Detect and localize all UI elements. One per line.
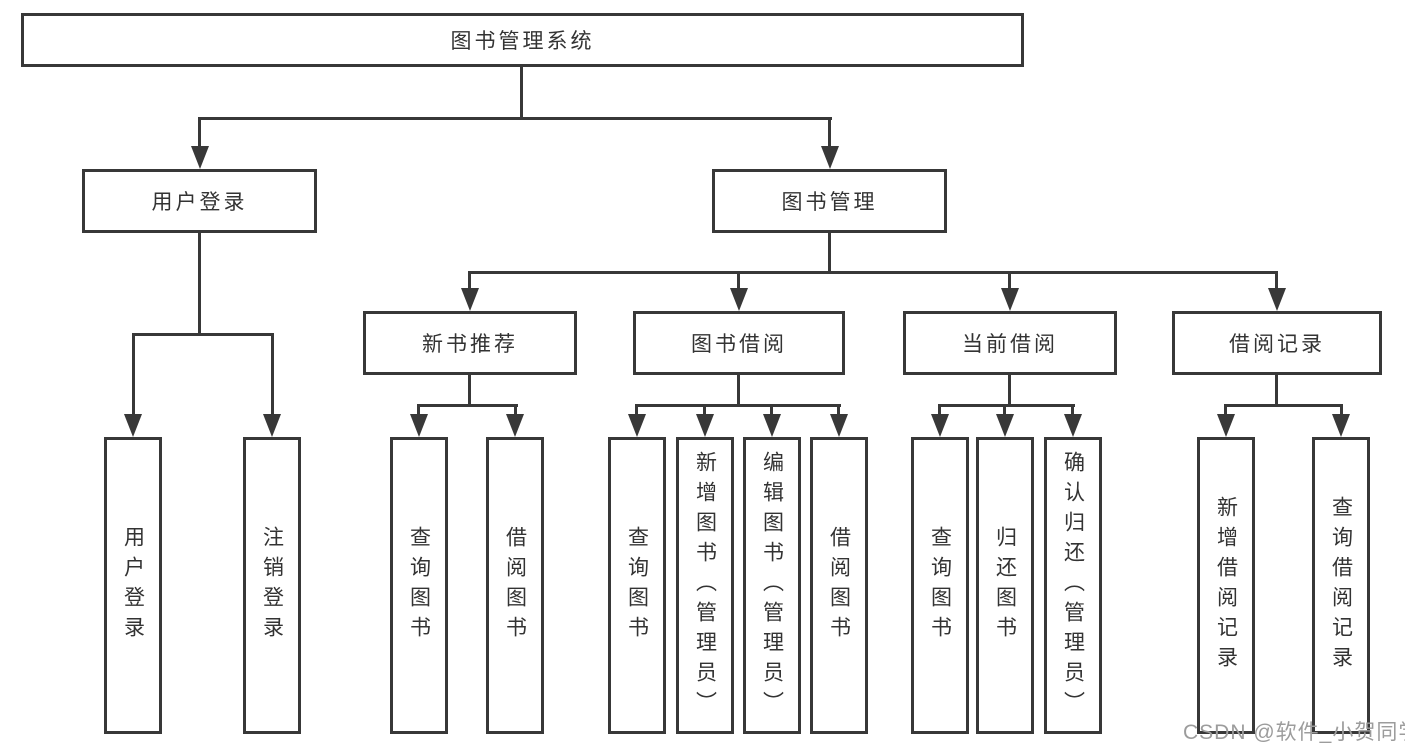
arrow-down-icon [1217, 414, 1235, 437]
node-leaf-query-books-borrowing: 查询图书 [608, 437, 666, 734]
connector-line [1340, 404, 1343, 417]
connector-line [938, 404, 1075, 407]
connector-line [635, 404, 638, 417]
arrow-down-icon [124, 414, 142, 437]
node-label: 借阅图书 [503, 525, 527, 646]
connector-line [468, 373, 471, 406]
arrow-down-icon [763, 414, 781, 437]
node-label: 编辑图书（管理员） [760, 450, 784, 721]
connector-line [1008, 271, 1011, 291]
arrow-down-icon [1064, 414, 1082, 437]
node-label: 确认归还（管理员） [1061, 450, 1085, 721]
arrow-down-icon [1001, 288, 1019, 311]
watermark: CSDN @软件_小贺同学 [1183, 721, 1405, 744]
node-leaf-query-books-recommend: 查询图书 [390, 437, 448, 734]
connector-line [417, 404, 518, 407]
node-current-borrowing: 当前借阅 [903, 311, 1117, 375]
connector-line [468, 271, 1278, 274]
node-leaf-query-books-current: 查询图书 [911, 437, 969, 734]
arrow-down-icon [461, 288, 479, 311]
arrow-down-icon [1332, 414, 1350, 437]
node-leaf-logout: 注销登录 [243, 437, 301, 734]
node-label: 注销登录 [260, 525, 284, 646]
arrow-down-icon [263, 414, 281, 437]
arrow-down-icon [821, 146, 839, 169]
connector-line [271, 333, 274, 416]
arrow-down-icon [628, 414, 646, 437]
node-leaf-borrow-books-recommend: 借阅图书 [486, 437, 544, 734]
arrow-down-icon [1268, 288, 1286, 311]
connector-line [520, 66, 523, 119]
arrow-down-icon [931, 414, 949, 437]
connector-line [468, 271, 471, 291]
node-label: 查询图书 [625, 525, 649, 646]
arrow-down-icon [506, 414, 524, 437]
node-borrowing-records: 借阅记录 [1172, 311, 1382, 375]
connector-line [737, 373, 740, 406]
node-label: 借阅图书 [827, 525, 851, 646]
connector-line [198, 232, 201, 335]
connector-line [828, 117, 831, 149]
node-leaf-edit-book-admin: 编辑图书（管理员） [743, 437, 801, 734]
connector-line [1224, 404, 1343, 407]
connector-line [828, 232, 831, 273]
arrow-down-icon [696, 414, 714, 437]
node-book-borrowing: 图书借阅 [633, 311, 845, 375]
arrow-down-icon [830, 414, 848, 437]
node-label: 查询图书 [928, 525, 952, 646]
connector-line [132, 333, 135, 416]
node-book-management-system: 图书管理系统 [21, 13, 1024, 67]
connector-line [1275, 271, 1278, 291]
connector-line [737, 271, 740, 291]
node-label: 归还图书 [993, 525, 1017, 646]
connector-line [770, 404, 773, 417]
node-leaf-return-books: 归还图书 [976, 437, 1034, 734]
node-label: 用户登录 [121, 525, 145, 646]
node-leaf-confirm-return-admin: 确认归还（管理员） [1044, 437, 1102, 734]
node-label: 查询借阅记录 [1329, 495, 1353, 676]
connector-line [635, 404, 841, 407]
connector-line [703, 404, 706, 417]
node-label: 新增图书（管理员） [693, 450, 717, 721]
connector-line [837, 404, 840, 417]
connector-line [1071, 404, 1074, 417]
connector-line [198, 117, 201, 149]
node-label: 新增借阅记录 [1214, 495, 1238, 676]
connector-line [1275, 373, 1278, 406]
connector-line [1003, 404, 1006, 417]
node-user-login: 用户登录 [82, 169, 317, 233]
connector-line [514, 404, 517, 417]
connector-line [417, 404, 420, 417]
node-new-book-recommendation: 新书推荐 [363, 311, 577, 375]
node-leaf-add-borrow-record: 新增借阅记录 [1197, 437, 1255, 734]
node-leaf-borrow-books: 借阅图书 [810, 437, 868, 734]
node-leaf-query-borrow-record: 查询借阅记录 [1312, 437, 1370, 734]
node-label: 查询图书 [407, 525, 431, 646]
connector-line [198, 117, 832, 120]
node-leaf-user-login: 用户登录 [104, 437, 162, 734]
arrow-down-icon [410, 414, 428, 437]
node-leaf-add-book-admin: 新增图书（管理员） [676, 437, 734, 734]
arrow-down-icon [191, 146, 209, 169]
arrow-down-icon [730, 288, 748, 311]
connector-line [938, 404, 941, 417]
connector-line [132, 333, 274, 336]
arrow-down-icon [996, 414, 1014, 437]
node-book-management: 图书管理 [712, 169, 947, 233]
connector-line [1008, 373, 1011, 406]
connector-line [1224, 404, 1227, 417]
